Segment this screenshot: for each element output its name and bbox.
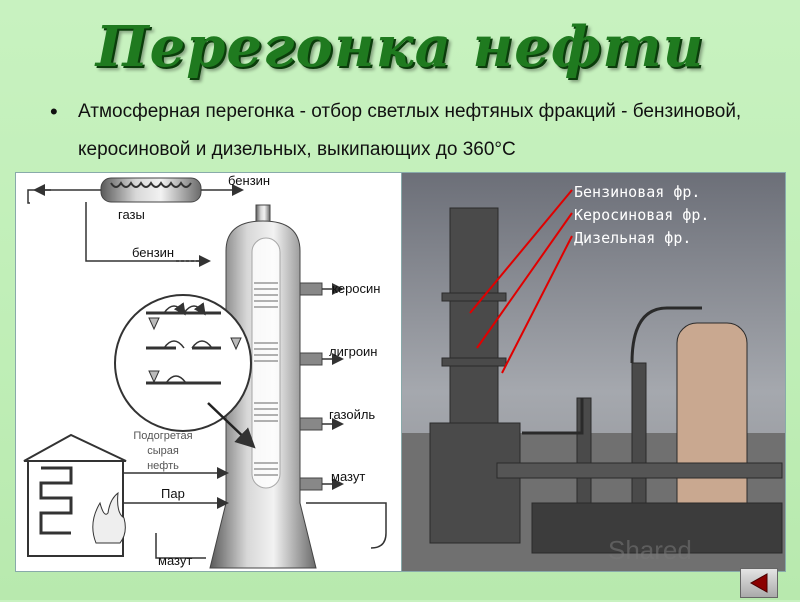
label-mazut-bottom: мазут	[158, 553, 192, 568]
label-kerosene-fraction: Керосиновая фр.	[574, 206, 709, 224]
label-benzin-fraction: Бензиновая фр.	[574, 183, 700, 201]
back-button[interactable]	[740, 568, 778, 598]
gas-line	[27, 189, 101, 204]
bullet-text: Атмосферная перегонка - отбор светлых не…	[78, 101, 742, 160]
label-feed-2: сырая	[147, 445, 179, 457]
triangle-left-icon	[749, 573, 768, 593]
condenser	[100, 177, 202, 203]
reflux-line	[85, 202, 206, 262]
label-kerosene: керосин	[332, 281, 380, 296]
watermark: Shared	[608, 535, 788, 575]
label-diesel-fraction: Дизельная фр.	[574, 229, 691, 247]
refinery-scene: Бензиновая фр. Керосиновая фр. Дизельная…	[402, 173, 785, 571]
watermark-text: Shared	[608, 535, 692, 565]
side-outlets	[299, 282, 323, 491]
tray-magnifier	[114, 294, 256, 449]
label-ligroin: лигроин	[329, 344, 378, 359]
fraction-pointers	[469, 189, 573, 374]
slide-title: Перегонка нефти	[95, 14, 705, 80]
distillation-diagram: газы бензин бензин керосин лигроин газой…	[15, 172, 402, 572]
furnace	[23, 433, 127, 557]
label-benzin-top: бензин	[228, 173, 270, 188]
label-mazut-side: мазут	[331, 469, 365, 484]
label-gasoil: газойль	[329, 407, 375, 422]
bullet-marker: •	[50, 99, 58, 124]
label-feed-3: нефть	[147, 460, 179, 472]
label-steam: Пар	[161, 486, 185, 501]
label-benzin-reflux: бензин	[132, 245, 174, 260]
refinery-photo: Бензиновая фр. Керосиновая фр. Дизельная…	[401, 172, 786, 572]
label-feed-1: Подогретая	[133, 430, 192, 442]
label-gases: газы	[118, 207, 145, 222]
column-schematic: газы бензин бензин керосин лигроин газой…	[23, 173, 387, 569]
